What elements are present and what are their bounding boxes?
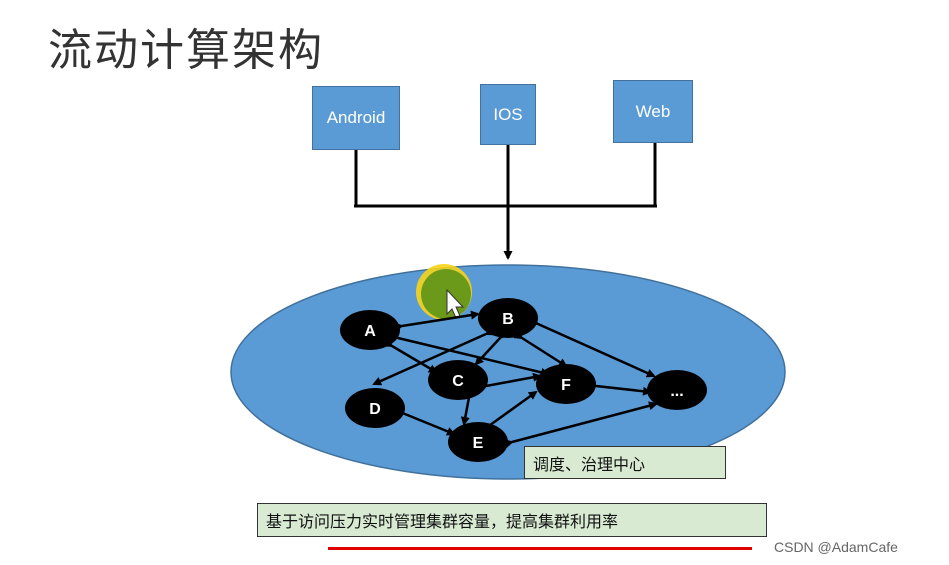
edge-b-c xyxy=(474,329,509,366)
edge-f-more xyxy=(588,380,652,396)
csdn-watermark: CSDN @AdamCafe xyxy=(774,539,898,555)
client-connectors xyxy=(354,143,657,260)
node-f-label: F xyxy=(561,377,571,394)
edge-b-more xyxy=(529,317,656,378)
node-e: E xyxy=(448,422,508,462)
node-b: B xyxy=(478,298,538,338)
node-c: C xyxy=(428,360,488,400)
node-a-label: A xyxy=(364,323,376,340)
edge-e-more xyxy=(504,401,658,449)
page-title: 流动计算架构 xyxy=(48,25,324,76)
client-android-box: Android xyxy=(312,86,400,150)
node-c-label: C xyxy=(452,373,464,390)
capacity-text: 基于访问压力实时管理集群容量，提高集群利用率 xyxy=(266,512,619,531)
node-a: A xyxy=(340,310,400,350)
client-android-label: Android xyxy=(326,108,386,127)
edge-b-d xyxy=(372,327,495,386)
node-d-label: D xyxy=(369,401,381,418)
node-edges xyxy=(372,310,658,449)
client-ios-label: IOS xyxy=(493,104,523,124)
node-d: D xyxy=(345,388,405,428)
dispatch-center-text: 调度、治理中心 xyxy=(533,454,646,474)
edge-c-f xyxy=(485,372,542,388)
node-f: F xyxy=(536,364,596,404)
client-web-label: Web xyxy=(635,101,671,121)
red-underline xyxy=(328,547,752,550)
node-more: ... xyxy=(647,370,707,410)
client-ios-box: IOS xyxy=(480,84,536,145)
capacity-note: 基于访问压力实时管理集群容量，提高集群利用率 xyxy=(257,503,767,537)
node-more-label: ... xyxy=(670,383,683,400)
node-e-label: E xyxy=(473,435,484,452)
node-b-label: B xyxy=(502,311,514,328)
dispatch-center-note: 调度、治理中心 xyxy=(524,446,726,479)
edge-a-b xyxy=(394,310,480,332)
client-web-box: Web xyxy=(613,80,693,143)
edge-d-e xyxy=(399,410,456,436)
cursor-highlight-inner xyxy=(421,269,471,319)
